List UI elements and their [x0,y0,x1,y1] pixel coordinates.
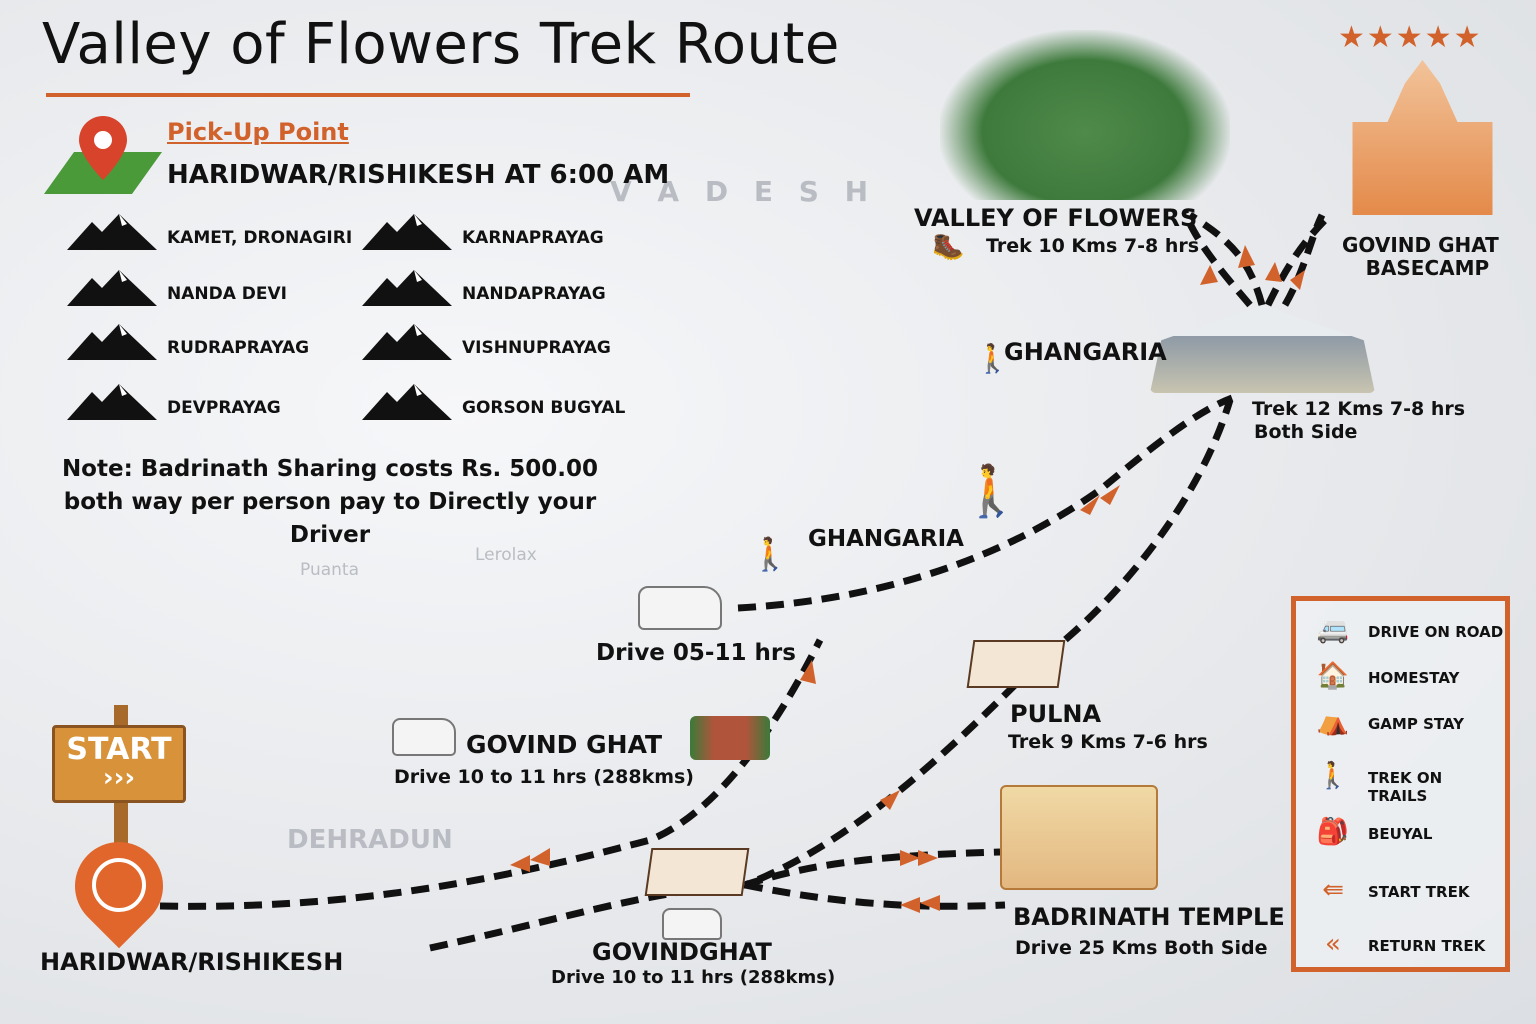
mountain-icon [67,270,157,306]
hiker-icon: 🥾 [932,232,965,262]
legend-label: GAMP STAY [1368,715,1464,733]
start-name: HARIDWAR/RISHIKESH [40,948,344,976]
legend-label: START TREK [1368,883,1470,901]
badrinath-name: BADRINATH TEMPLE [1013,903,1285,931]
basecamp-name-line1: GOVIND GHAT [1342,233,1499,257]
route-lower [429,398,1234,952]
route-drive-ghangaria [737,394,1234,612]
mountain-icon [362,384,452,420]
peak-label: RUDRAPRAYAG [167,338,310,358]
start-arrow-icon: ⇚ [1322,875,1344,905]
peak-label: DEVPRAYAG [167,398,281,418]
backpacker-icon: 🎒 [1316,817,1350,847]
mountain-icon [67,214,157,250]
legend-label: DRIVE ON ROAD [1368,623,1504,641]
route-valley-2 [1188,212,1266,306]
return-arrow-icon: « [1325,929,1341,959]
route-basecamp-1 [1264,212,1333,307]
badrinath-detail: Drive 25 Kms Both Side [1015,937,1268,959]
peak-label: KARNAPRAYAG [462,228,604,248]
route-valley-1 [1181,210,1253,308]
mountain-icon [67,324,157,360]
hiker-icon: 🚶 [960,462,1023,520]
peak-label: KAMET, DRONAGIRI [167,228,353,248]
map-pin-icon [44,116,162,194]
mountain-icon [362,324,452,360]
peak-label: GORSON BUGYAL [462,398,626,418]
badrinath-temple-illustration [1000,785,1158,890]
drive-detail: Drive 05-11 hrs [596,640,796,666]
map-icon [966,640,1066,688]
legend-label: HOMESTAY [1368,669,1460,687]
govindghat-detail: Drive 10 to 11 hrs (288kms) [551,967,836,988]
start-sign-arrows: ››› [102,763,136,793]
legend: 🚐 DRIVE ON ROAD 🏠 HOMESTAY ⛺ GAMP STAY 🚶 TREK O… [1291,596,1510,972]
pickup-text: HARIDWAR/RISHIKESH AT 6:00 AM [167,160,670,190]
route-haridwar-govindghat [159,638,824,910]
legend-label: TREK ON TRAILS [1368,769,1443,805]
route-arrows [510,245,1305,913]
peak-label: NANDAPRAYAG [462,284,606,304]
map-label-dehradun: DEHRADUN [287,825,453,855]
route-basecamp-2 [1281,213,1326,307]
note-text: Note: Badrinath Sharing costs Rs. 500.00… [61,456,599,548]
legend-label: BEUYAL [1368,825,1433,843]
van-icon [392,718,456,756]
basecamp-name-line2: BASECAMP [1365,256,1490,280]
valley-detail: Trek 10 Kms 7-8 hrs [986,235,1200,257]
route-badrinath [743,848,1001,889]
homestay-icon [690,716,770,760]
ghangaria-top-name: GHANGARIA [1004,338,1167,366]
pickup-label: Pick-Up Point [167,118,349,146]
mountain-icon [67,384,157,420]
pulna-name: PULNA [1010,700,1102,728]
mountain-icon [362,214,452,250]
ghangaria-top-detail2: Both Side [1254,421,1358,443]
govind-ghat-detail: Drive 10 to 11 hrs (288kms) [394,766,694,788]
peak-label: VISHNUPRAYAG [462,338,611,358]
van-icon [638,586,722,630]
van-icon: 🚐 [1316,615,1350,645]
hiker-icon: 🚶 [975,342,1010,375]
hiker-icon: 🚶 [750,535,790,573]
start-sign-text: START [66,732,172,767]
map-icon [644,848,750,896]
start-pin-logo [92,858,146,912]
valley-name: VALLEY OF FLOWERS [914,204,1198,232]
title-underline [46,93,690,97]
hiker-icon: 🚶 [1316,761,1350,791]
ghangaria-top-detail: Trek 12 Kms 7-8 hrs [1252,398,1466,420]
peak-label: NANDA DEVI [167,284,288,304]
route-badrinath-return [744,881,1006,910]
ghangaria-mid-name: GHANGARIA [808,526,964,552]
legend-label: RETURN TREK [1368,937,1486,955]
map-label-puanta: Puanta [300,560,360,580]
tent-icon: ⛺ [1316,707,1350,737]
page-title: Valley of Flowers Trek Route [42,12,840,77]
valley-illustration [940,30,1230,200]
mountain-icon [362,270,452,306]
homestay-icon: 🏠 [1316,661,1350,691]
govindghat-name: GOVINDGHAT [592,938,772,966]
van-icon [662,908,722,940]
start-sign: START ››› [52,725,186,803]
pulna-detail: Trek 9 Kms 7-6 hrs [1008,731,1208,753]
map-label-region: V A D E S H [610,175,877,208]
map-label-lerolax: Lerolax [475,545,537,565]
rating-stars: ★★★★★ [1338,20,1483,55]
govind-ghat-name: GOVIND GHAT [466,730,663,759]
